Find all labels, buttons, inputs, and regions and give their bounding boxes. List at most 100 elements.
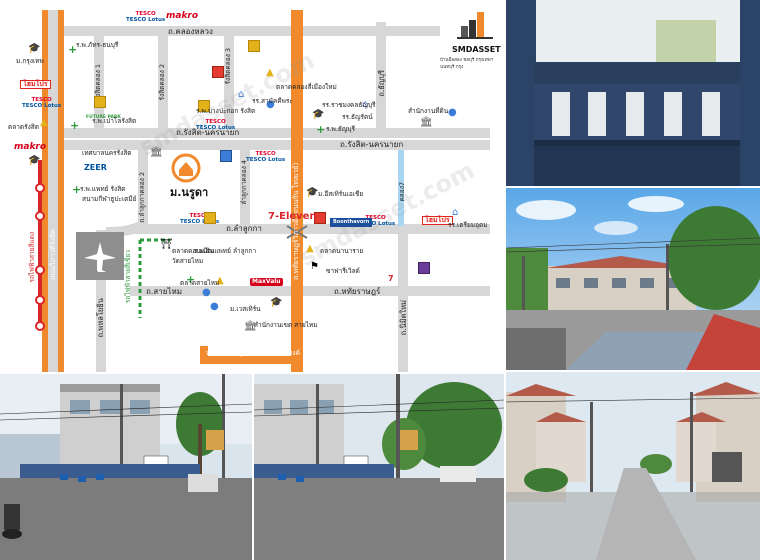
smdasset-logo-icon [457,12,493,39]
label-school-triam: รร.เตรียมอุดม [448,221,488,229]
road-phahonyothin [96,230,106,372]
label-supercheap: ซาฟารีเวิลด์ [326,267,360,275]
label-klong-luang: ถ.คลองหลวง [168,27,213,36]
shop-icon [248,40,260,52]
label-nimit-mai: ถ.นิมิตใหม่ [399,300,408,336]
label-sainay-market: ตลาดสายไหม [180,279,220,287]
market-icon: ▲ [40,117,48,128]
photo-market-entrance-2 [254,374,504,560]
bigc-icon-3 [198,100,210,112]
label-school-samahkkee: รร.สามัคคีพระ [252,97,293,105]
label-hospital-tangmunsri: ร.พ.บางปะกอก รังสิต [196,107,256,115]
label-market-lamlukka: ตลาดนานาราย [320,247,364,255]
photo-market-entrance-1 [0,374,252,560]
government-icon: 🏛 [150,147,163,158]
road-rangsit-nakhonnayok-mid [60,140,490,150]
company-subtitle: บ้านมือสอง ชลบุรี กรุงเทพฯ นนทบุรี กรุง [440,58,494,70]
bigc-icon-1 [94,96,106,108]
label-expressway-left: ถนนวิภาวดีรังสิต [49,229,57,280]
road-klong3 [224,26,234,138]
road-sai-mai [130,286,490,296]
label-rangsit-nakhonnayok-mid: ถ.รังสิต-นครนายก [340,140,404,149]
label-school-thanyaburi: รร.ธัญรัตน์ [342,113,373,121]
label-district-sainay: สำนักงานเขต สายไหม [254,321,318,329]
shop-icon [220,150,232,162]
government-icon: 🏛 [420,117,433,128]
label-klong7: คลอง7 [398,182,406,202]
label-hospital-pathumrat: ร.พ.ภัทร-ธนบุรี [76,41,119,49]
label-phahonyothin: ถ.พหลโยธิน [96,298,105,338]
label-lamlukka-klong4: ลำลูกกาคลอง 4 [240,160,248,205]
bigc-icon-4 [204,212,216,224]
canal-klong7 [398,150,404,226]
location-map: smdasset.com smdasset.com SMDASSET บ้านม… [0,0,504,372]
road-rangsit-nakhonnayok-top [60,128,490,138]
bigc-icon-5 [314,212,326,224]
photo-soi-view [506,372,760,560]
label-green-line: รถไฟฟ้าสายสีเขียว [124,250,132,304]
homepro-right: โฮมโปร [422,216,453,225]
market-icon: ▲ [216,275,224,286]
label-school-thatsani: รร.ราชมงคลธัญบุรี [322,101,376,109]
road-thanyaburi [376,22,386,138]
road-lamlukka-klong4 [240,150,250,230]
hospital-icon: + [316,123,326,136]
label-expressway-right: ถ.หทัยราษฎร์วิภาวดี (ถนนกัน โทลเวย์) [292,162,300,280]
school-icon: ⌂ [238,89,245,100]
label-stadium: สนามกีฬาธูปะเตมีย์ [82,195,137,203]
hospital-icon: + [72,183,82,196]
label-lam-luk-ka: ถ.ลำลูกกา [226,224,262,233]
road-lam-luk-ka [130,224,490,234]
label-hospital-phaet: ร.พ.แพทย์ รังสิต [80,185,126,193]
label-bangkok-university: ม.กรุงเทพ [16,57,44,65]
expressway-right [291,10,303,372]
makro-top: makro [166,11,199,21]
temple-icon: ⛩ [160,239,173,250]
photo-townhouse-street [506,188,760,370]
petrol-icon: ● [448,107,457,118]
label-thana-market: เทศบาลนครรังสิต [82,149,132,157]
petrol-icon: ● [210,301,219,312]
label-red-line: รถไฟฟ้าสายสีแดง [28,232,36,283]
label-bottom-road: ทางด่วนกาญจนาภิเษก-อาจณรงค์ [206,349,300,357]
label-klong2: รังสิตคลอง 2 [158,64,166,101]
bigc-icon-2 [212,66,224,78]
hospital-icon: + [186,273,196,286]
university-icon: 🎓 [312,109,325,120]
company-name: SMDASSET [452,45,501,54]
label-hospital-sinphaet: ร.พ.สินแพทย์ ลำลูกกา [194,247,257,255]
government-icon: 🏛 [244,321,257,332]
university-icon: 🎓 [28,155,41,166]
market-icon: ▲ [266,67,274,78]
future-park: FUTURE PARK [86,115,121,120]
stadium-icon: ⚑ [310,261,319,272]
label-lamlukka-klong2: ถ.ลำลูกกาคลอง 2 [138,172,146,223]
university-icon: 🎓 [306,187,319,198]
label-hathairat: ถ.หทัยราษฎร์ [334,287,381,296]
hospital-icon: + [70,119,80,132]
maxvalu: MaxValu [250,278,283,286]
label-sai-mai-temple: วัดสายไหม [172,257,204,265]
road-klong-luang [60,26,440,36]
seven-eleven-icon: 7 [388,274,394,283]
expressway-left-inner [48,10,58,372]
zeer-rangsit: ZEER [84,163,107,172]
airplane-icon [84,242,116,272]
road-klong2 [158,26,168,138]
label-hospital-thanyaburi: ร.พ.ธัญบุรี [326,125,356,133]
homepro-left: โฮมโปร [20,80,51,89]
petrol-icon: ● [202,287,211,298]
market-icon: ▲ [306,243,314,254]
label-uni-rangsit: ม.อีสเทิร์นเอเชีย [318,190,364,198]
target-label: ม.นรูดา [170,186,209,199]
label-school-sainay: ม.เวสเทิร์น [230,305,261,313]
label-sai-mai: ถ.สายไหม [146,287,183,296]
road-lamlukka-klong2 [138,150,148,230]
seven-eleven-icon: 7-Eleven [268,211,317,222]
